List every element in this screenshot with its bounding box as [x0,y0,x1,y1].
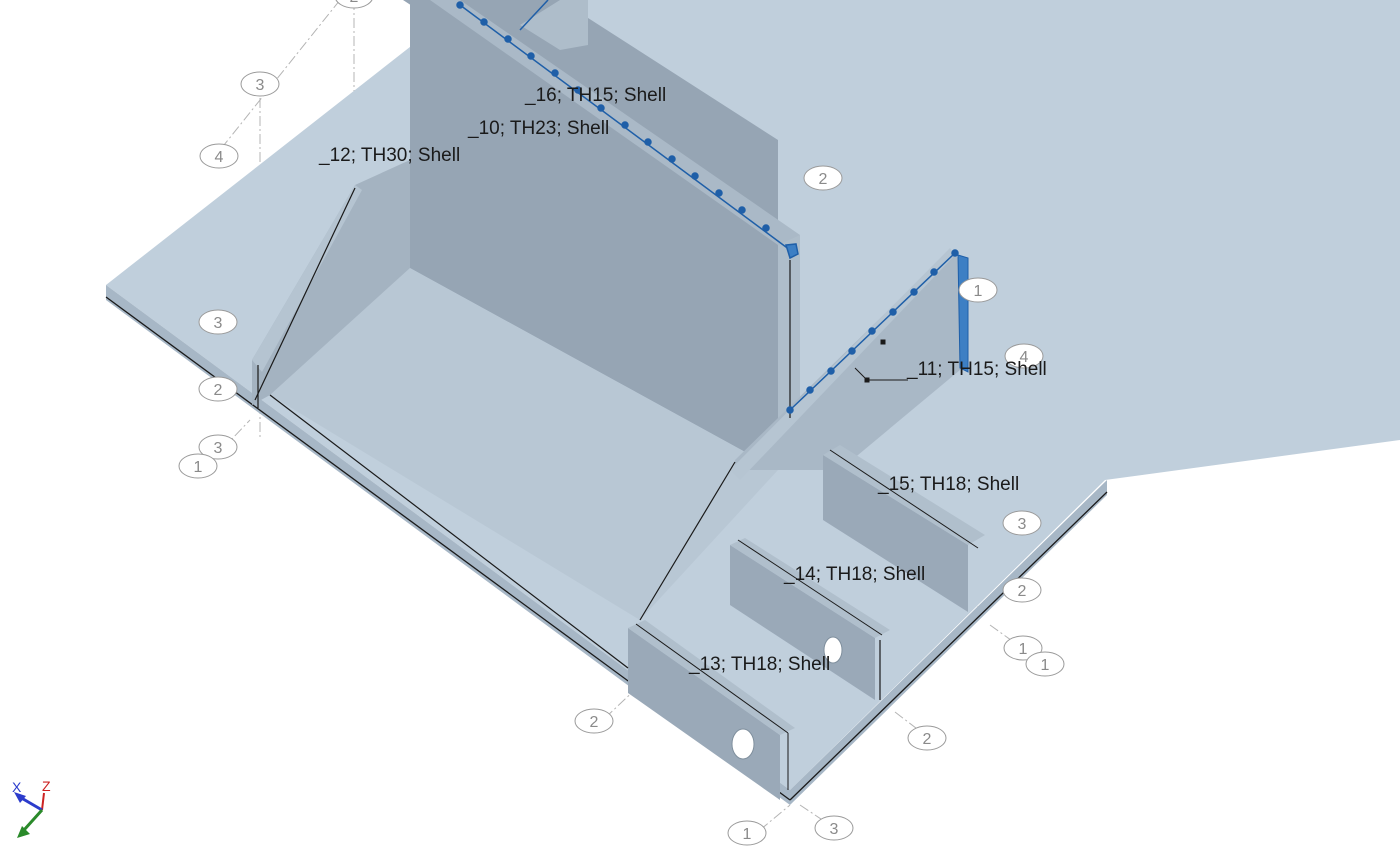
shell-label-16: _16; TH15; Shell [524,85,666,106]
shell-label-12: _12; TH30; Shell [318,145,460,166]
leader-11 [854,339,908,383]
shell-label-13: _13; TH18; Shell [688,654,830,675]
svg-text:2: 2 [590,714,599,731]
grid-bubble: 2 [803,165,843,191]
shell-label-11: _11; TH15; Shell [906,359,1047,380]
shell-label-15: _15; TH18; Shell [877,474,1019,495]
svg-text:2: 2 [214,382,223,399]
grid-bubble: 3 [240,71,280,97]
grid-bubble: 1 [1025,651,1065,677]
grid-bubble-top: 2 [335,0,373,9]
grid-bubble: 3 [814,815,854,841]
grid-bubble: 4 [199,143,239,169]
grid-bubble: 2 [574,708,614,734]
svg-text:2: 2 [923,731,932,748]
grid-bubble: 1 [958,277,998,303]
svg-text:2: 2 [350,0,359,6]
edge-lines [269,260,881,700]
shell-labels: _16; TH15; Shell _10; TH23; Shell _12; T… [318,85,1047,675]
grid-bubble: 3 [198,434,238,460]
svg-text:3: 3 [214,440,223,457]
svg-text:1: 1 [974,283,983,300]
svg-text:1: 1 [743,826,752,843]
main-wall-face-b [410,0,778,470]
grid-bubble: 3 [1002,510,1042,536]
axis-y-line [22,808,44,832]
svg-text:3: 3 [1018,516,1027,533]
axis-x-label: X [12,779,22,795]
svg-text:4: 4 [215,149,224,166]
grid-bubble: 2 [198,376,238,402]
rib-13[interactable] [628,620,795,800]
grid-bubble: 1 [178,453,218,479]
main-wall-floor [270,268,778,620]
rib-14[interactable] [730,538,890,700]
grid-bubble: 1 [727,820,767,846]
grid-bubble: 3 [198,309,238,335]
grid-bubble: 2 [1002,577,1042,603]
selected-edge-10[interactable] [456,1,799,260]
grid-bubble: 4 [1004,343,1044,369]
top-plate-fragment [519,0,588,50]
grid-bubble: 2 [907,725,947,751]
axis-triad: X Z [12,778,51,838]
svg-text:3: 3 [214,315,223,332]
axis-z-line [41,792,45,811]
svg-text:1: 1 [1019,641,1028,658]
axis-x-arrow-icon [14,792,26,803]
svg-text:1: 1 [194,459,203,476]
svg-text:3: 3 [830,821,839,838]
svg-text:1: 1 [1041,657,1050,674]
rib-15[interactable] [823,445,985,612]
svg-text:3: 3 [256,77,265,94]
svg-text:4: 4 [1020,349,1029,366]
grid-bubbles: 2 3 4 3 2 3 1 2 1 4 3 2 1 1 2 2 [178,0,1065,846]
axis-z-label: Z [42,778,51,794]
main-wall-end [778,235,800,430]
grid-bubble: 1 [1003,635,1043,661]
svg-text:2: 2 [1018,583,1027,600]
shell-label-10: _10; TH23; Shell [467,118,609,139]
left-gusset[interactable] [252,160,410,408]
selected-edge-11[interactable] [786,249,959,414]
shell-label-14: _14; TH18; Shell [783,564,925,585]
axis-y-arrow-icon [17,826,30,838]
svg-text:2: 2 [819,171,828,188]
